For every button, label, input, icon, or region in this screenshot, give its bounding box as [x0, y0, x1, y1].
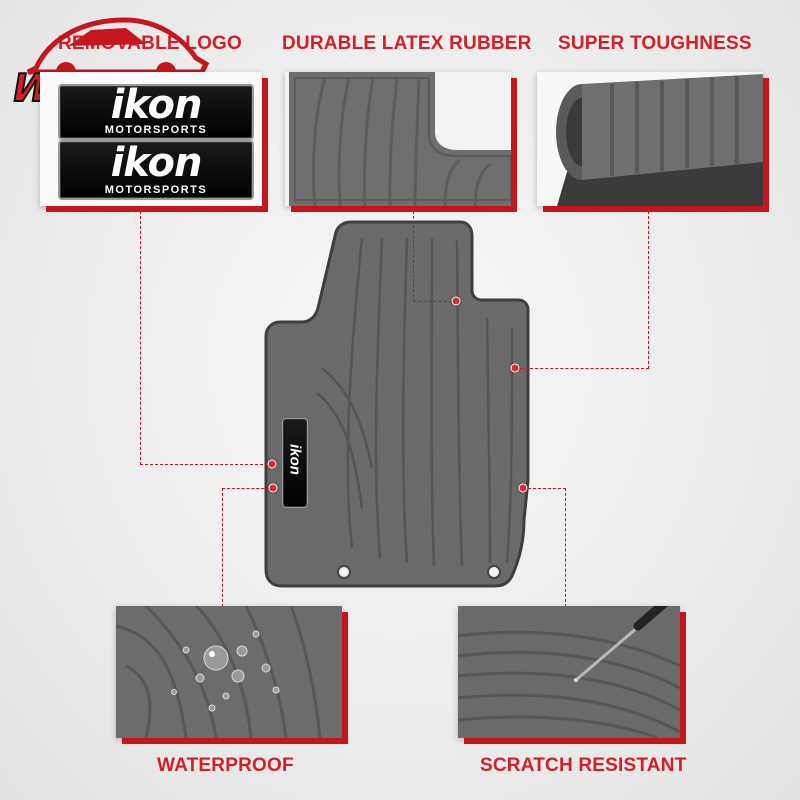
rolled-mat-image	[537, 72, 763, 206]
callout-dot-scratch	[518, 483, 528, 493]
panel-scratch-resistant	[458, 606, 680, 738]
label-waterproof: WATERPROOF	[157, 755, 294, 776]
callout-super-toughness	[515, 206, 649, 369]
panel-removable-logo: ikon MOTORSPORTS ikon MOTORSPORTS	[40, 72, 262, 206]
callout-dot-logo	[267, 459, 277, 469]
callout-dot-latex	[451, 296, 461, 306]
logo-badge-bottom: ikon MOTORSPORTS	[58, 140, 254, 200]
panel-waterproof	[116, 606, 342, 738]
label-scratch-resistant: SCRATCH RESISTANT	[480, 755, 687, 776]
label-durable-latex-rubber: DURABLE LATEX RUBBER	[282, 33, 532, 54]
latex-closeup-image	[285, 72, 511, 206]
badge-top-sub: MOTORSPORTS	[104, 124, 208, 136]
mat-logo-badge: ikon	[282, 418, 308, 508]
panel-super-toughness	[537, 72, 763, 206]
floor-mat	[264, 220, 530, 588]
callout-scratch-resistant	[523, 488, 566, 607]
screwdriver-icon	[575, 606, 668, 682]
badge-bottom-sub: MOTORSPORTS	[104, 184, 208, 196]
callout-dot-toughness	[510, 363, 520, 373]
scratch-test-image	[458, 606, 680, 738]
callout-durable-latex	[413, 206, 457, 302]
label-super-toughness: SUPER TOUGHNESS	[558, 33, 752, 54]
water-droplets-image	[116, 606, 342, 738]
panel-durable-latex-rubber	[285, 72, 511, 206]
badge-bottom-name: ikon	[110, 140, 203, 186]
mat-badge-name: ikon	[286, 444, 304, 475]
callout-removable-logo	[140, 206, 273, 465]
callout-dot-waterproof	[268, 483, 278, 493]
badge-top-name: ikon	[110, 82, 203, 128]
logo-badge-top: ikon MOTORSPORTS	[58, 84, 254, 140]
callout-waterproof	[222, 488, 274, 607]
